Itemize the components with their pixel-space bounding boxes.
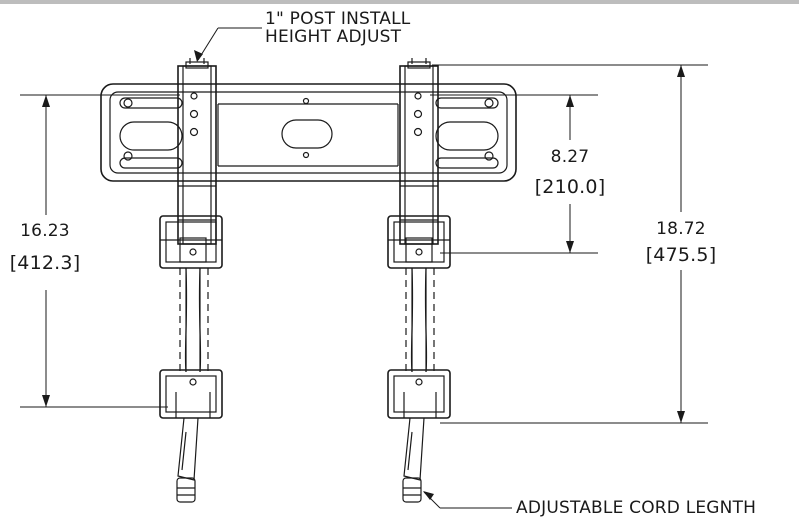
cord-length-label: ADJUSTABLE CORD LEGNTH	[516, 498, 757, 518]
center-dimension-inch: 8.27	[550, 147, 590, 167]
right-dimension-mm: [475.5]	[645, 244, 717, 266]
left-dimension-inch: 16.23	[20, 221, 70, 241]
right-dimension-inch: 18.72	[656, 219, 706, 239]
wall-plate	[100, 83, 517, 182]
post-install-label-line1: 1" POST INSTALL	[265, 9, 411, 29]
left-post	[159, 58, 223, 503]
right-post	[387, 58, 451, 503]
top-rule	[0, 0, 799, 4]
left-dimension-mm: [412.3]	[9, 252, 81, 274]
center-dimension-mm: [210.0]	[534, 176, 606, 198]
dimension-lines	[20, 27, 708, 509]
arrowheads	[42, 50, 685, 500]
post-install-label-line2: HEIGHT ADJUST	[265, 27, 402, 47]
